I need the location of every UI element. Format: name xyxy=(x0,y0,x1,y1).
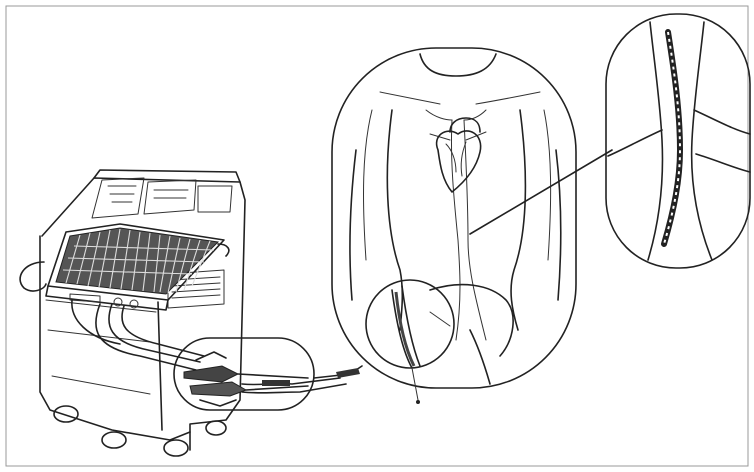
catheter-hub xyxy=(336,368,360,378)
connector-closeup xyxy=(174,338,314,410)
torso-closeup xyxy=(332,48,576,404)
callout-line xyxy=(470,150,612,234)
insertion-point xyxy=(416,400,420,404)
console-wheels xyxy=(54,406,226,456)
heart-icon xyxy=(437,118,481,192)
catheter-in-vessel xyxy=(664,32,680,244)
console-cart xyxy=(40,170,245,456)
control-panel xyxy=(20,224,229,310)
vessel-closeup xyxy=(606,14,750,268)
hip-vessel-inset xyxy=(366,280,454,368)
insertion-line xyxy=(412,368,418,400)
